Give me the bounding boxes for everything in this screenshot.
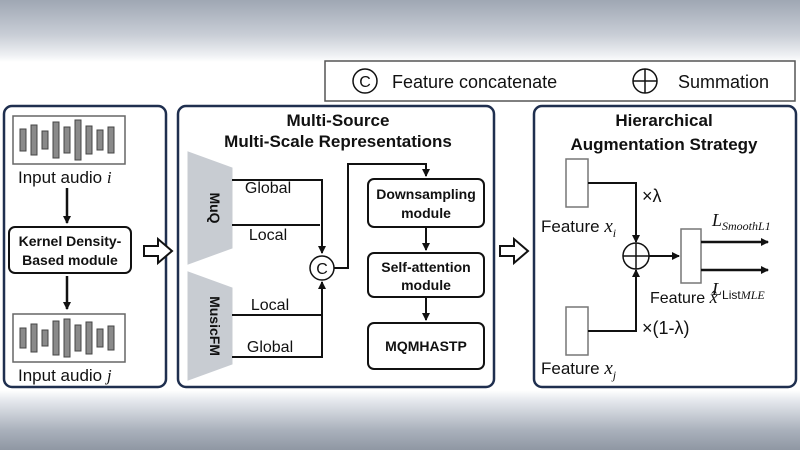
self-attention-line1: Self-attention	[381, 259, 470, 275]
waveform-bar	[19, 327, 27, 349]
waveform-bar	[19, 128, 27, 152]
left-panel: Input audio i Kernel Density- Based modu…	[2, 104, 168, 389]
legend: C Feature concatenate Summation	[324, 60, 796, 102]
concat-legend-symbol: C	[359, 74, 371, 91]
concat-legend-label: Feature concatenate	[392, 72, 557, 92]
right-panel-title-line1: Hierarchical	[615, 111, 712, 130]
muq-local-label: Local	[249, 227, 287, 244]
feature-xi-box	[565, 158, 589, 208]
middle-panel: Multi-Source Multi-Scale Representations…	[176, 104, 496, 389]
middle-panel-title-line2: Multi-Scale Representations	[224, 132, 452, 151]
waveform-bar	[107, 325, 115, 351]
waveform-bar	[96, 129, 104, 151]
waveform-j-bars	[19, 318, 115, 358]
lambda-label: ×λ	[642, 186, 662, 206]
kde-module-box	[8, 226, 132, 274]
musicfm-encoder-label: MusicFM	[207, 296, 223, 356]
waveform-bar	[74, 324, 82, 352]
input-audio-i-label: Input audio i	[18, 168, 112, 187]
kde-module-line1: Kernel Density-	[19, 233, 122, 249]
muq-global-line	[232, 179, 326, 254]
musicfm-global-line	[232, 281, 326, 358]
musicfm-encoder-shape	[187, 271, 233, 381]
waveform-bar	[30, 323, 38, 353]
self-attention-module-box	[367, 252, 485, 298]
right-panel-border	[532, 104, 798, 389]
legend-box	[324, 60, 796, 102]
summation-legend-label: Summation	[678, 72, 769, 92]
waveform-bar	[107, 126, 115, 154]
downsampling-module-box	[367, 178, 485, 228]
concat-node-symbol: C	[316, 261, 328, 278]
waveform-bar	[52, 121, 60, 159]
feature-xj-label: Feature xj	[541, 358, 617, 382]
musicfm-local-label: Local	[251, 297, 289, 314]
waveform-bar	[85, 125, 93, 155]
waveform-bar	[41, 329, 49, 347]
concat-legend-icon	[352, 68, 378, 94]
waveform-bar	[41, 130, 49, 150]
hollow-arrow-middle-to-right	[499, 236, 530, 266]
waveform-bar	[63, 126, 71, 154]
waveform-bar	[96, 328, 104, 348]
line-xi-to-sum	[588, 182, 640, 243]
waveform-bar	[52, 320, 60, 356]
mqmhastp-label: MQMHASTP	[385, 338, 467, 354]
feature-xi-label: Feature xi	[541, 216, 616, 240]
downsampling-line1: Downsampling	[376, 186, 476, 202]
arrow-concat-to-downsampling	[334, 163, 430, 269]
mqmhastp-module-box	[367, 322, 485, 370]
feature-xj-box	[565, 306, 589, 356]
self-attention-line2: module	[401, 277, 451, 293]
right-panel: Hierarchical Augmentation Strategy Featu…	[532, 104, 798, 389]
waveform-bar	[30, 124, 38, 156]
waveform-bar	[85, 321, 93, 355]
feature-xhat-label: Feature x̂	[650, 287, 718, 307]
one-minus-lambda-label: ×(1-λ)	[642, 318, 690, 338]
feature-xhat-box	[680, 228, 702, 284]
middle-panel-title-line1: Multi-Source	[287, 111, 390, 130]
loss-smoothl1-label: LSmoothL1	[711, 210, 771, 233]
muq-global-label: Global	[245, 180, 291, 197]
line-xj-to-sum	[588, 269, 640, 332]
muq-encoder-label: MuQ	[207, 192, 223, 223]
hollow-arrow-left-to-middle	[143, 236, 174, 266]
loss-listmle-label: LListMLE	[711, 279, 765, 302]
middle-panel-border	[176, 104, 496, 389]
muq-encoder-shape	[187, 151, 233, 265]
kde-module-line2: Based module	[22, 252, 118, 268]
waveform-i-bars	[19, 119, 115, 161]
input-audio-j-label: Input audio j	[18, 366, 112, 385]
right-panel-title-line2: Augmentation Strategy	[570, 135, 758, 154]
waveform-bar	[63, 318, 71, 358]
waveform-bar	[74, 119, 82, 161]
musicfm-global-label: Global	[247, 339, 293, 356]
downsampling-line2: module	[401, 205, 451, 221]
